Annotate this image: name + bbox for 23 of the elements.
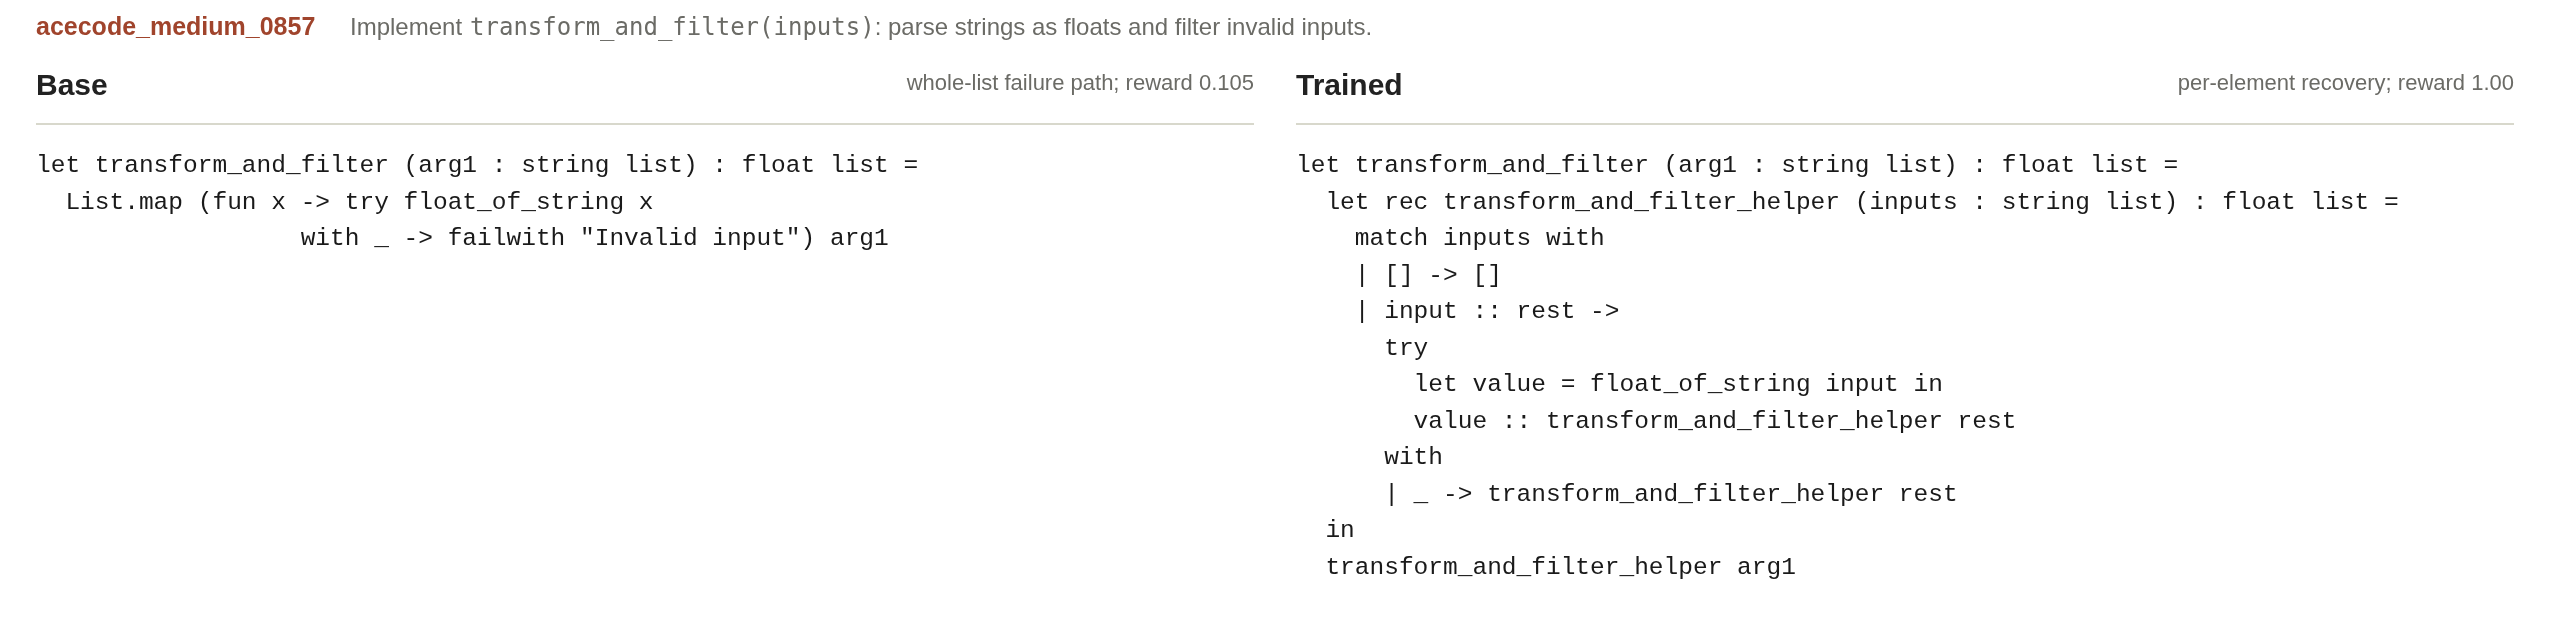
code-line: | input :: rest -> <box>1353 298 1620 325</box>
code-line: transform_and_filter_helper arg1 <box>1324 553 1796 581</box>
code-line: value :: transform_and_filter_helper rest <box>1412 407 2017 435</box>
panel-note: whole-list failure path; reward 0.105 <box>906 70 1254 96</box>
code-line: with <box>1383 444 1444 471</box>
code-line: in <box>1324 517 1355 544</box>
code-line: let value = float_of_string input in <box>1412 371 1943 398</box>
description-text: Implement <box>350 13 463 41</box>
code-line: with _ -> failwith "Invalid input") arg1 <box>299 225 889 252</box>
code-line: let transform_and_filter (arg1 : string list) : float list = <box>1296 152 2179 179</box>
code-line: | [] -> [] <box>1353 261 1502 289</box>
panel-heading: Base <box>36 68 108 102</box>
code-line: let transform_and_filter (arg1 : string list) : float list = <box>36 152 919 179</box>
title-text: acecode_medium_0857 <box>36 12 316 41</box>
code-line: try <box>1383 334 1429 362</box>
code-line: match inputs with <box>1353 225 1605 252</box>
code-text: transform_and_filter(inputs) <box>470 13 875 41</box>
description-text: : parse strings as floats and filter invalid inputs. <box>874 13 1373 41</box>
panel-note: per-element recovery; reward 1.00 <box>2177 70 2514 96</box>
code-line: | _ -> transform_and_filter_helper rest <box>1383 480 1958 508</box>
code-line: let rec transform_and_filter_helper (inputs : string list) : float list = <box>1324 188 2399 216</box>
code-line: List.map (fun x -> try float_of_string x <box>64 188 654 216</box>
panel-heading: Trained <box>1296 68 1403 102</box>
